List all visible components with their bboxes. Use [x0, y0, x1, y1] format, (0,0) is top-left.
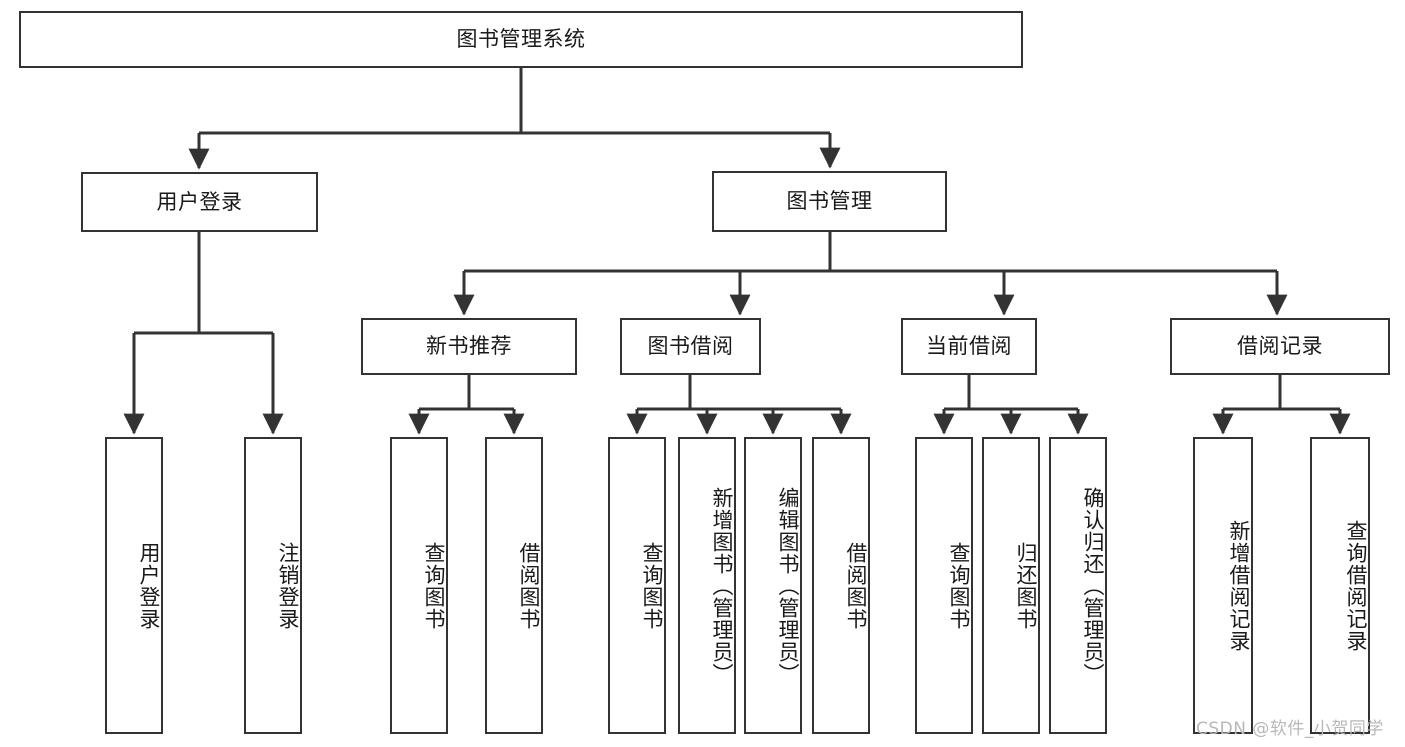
node-leaf-add-book[interactable]: 新增图书（管理员）: [678, 437, 736, 734]
node-leaf-return-book-label: 归还图书: [1014, 541, 1038, 630]
node-leaf-return-book[interactable]: 归还图书: [982, 437, 1040, 734]
node-leaf-logout-label: 注销登录: [276, 541, 300, 630]
csdn-watermark: CSDN @软件_小贺同学: [1196, 719, 1384, 739]
node-leaf-query-book-3-label: 查询图书: [947, 541, 971, 630]
node-book-management-label: 图书管理: [786, 189, 873, 214]
node-leaf-query-book-1[interactable]: 查询图书: [390, 437, 448, 734]
node-leaf-logout[interactable]: 注销登录: [244, 437, 302, 734]
node-leaf-query-record[interactable]: 查询借阅记录: [1310, 437, 1370, 734]
node-leaf-borrow-book-1[interactable]: 借阅图书: [485, 437, 543, 734]
node-leaf-confirm-return[interactable]: 确认归还（管理员）: [1049, 437, 1107, 734]
node-leaf-query-book-1-label: 查询图书: [422, 541, 446, 630]
node-leaf-borrow-book-1-label: 借阅图书: [517, 541, 541, 630]
node-root[interactable]: 图书管理系统: [19, 11, 1023, 68]
node-leaf-confirm-return-label: 确认归还（管理员）: [1081, 486, 1105, 685]
node-leaf-edit-book-label: 编辑图书（管理员）: [776, 486, 800, 685]
node-book-borrow-label: 图书借阅: [647, 334, 734, 359]
node-leaf-query-book-2-label: 查询图书: [640, 541, 664, 630]
node-leaf-borrow-book-2[interactable]: 借阅图书: [812, 437, 870, 734]
node-leaf-user-login-label: 用户登录: [137, 541, 161, 630]
node-leaf-query-book-2[interactable]: 查询图书: [608, 437, 666, 734]
node-user-login[interactable]: 用户登录: [81, 172, 318, 232]
node-leaf-query-book-3[interactable]: 查询图书: [915, 437, 973, 734]
node-leaf-borrow-book-2-label: 借阅图书: [844, 541, 868, 630]
node-user-login-label: 用户登录: [156, 189, 243, 214]
node-root-label: 图书管理系统: [456, 27, 586, 52]
node-borrow-record-label: 借阅记录: [1237, 334, 1323, 359]
node-current-borrow-label: 当前借阅: [926, 334, 1012, 359]
node-leaf-add-record[interactable]: 新增借阅记录: [1193, 437, 1253, 734]
node-book-management[interactable]: 图书管理: [712, 171, 947, 232]
node-leaf-user-login[interactable]: 用户登录: [105, 437, 163, 734]
node-new-book-recommend-label: 新书推荐: [426, 334, 512, 359]
node-borrow-record[interactable]: 借阅记录: [1170, 318, 1390, 375]
node-new-book-recommend[interactable]: 新书推荐: [361, 318, 577, 375]
node-current-borrow[interactable]: 当前借阅: [901, 318, 1037, 375]
node-leaf-add-record-label: 新增借阅记录: [1227, 519, 1251, 652]
node-book-borrow[interactable]: 图书借阅: [620, 318, 761, 375]
node-leaf-edit-book[interactable]: 编辑图书（管理员）: [744, 437, 802, 734]
node-leaf-add-book-label: 新增图书（管理员）: [710, 486, 734, 685]
node-leaf-query-record-label: 查询借阅记录: [1344, 519, 1368, 652]
